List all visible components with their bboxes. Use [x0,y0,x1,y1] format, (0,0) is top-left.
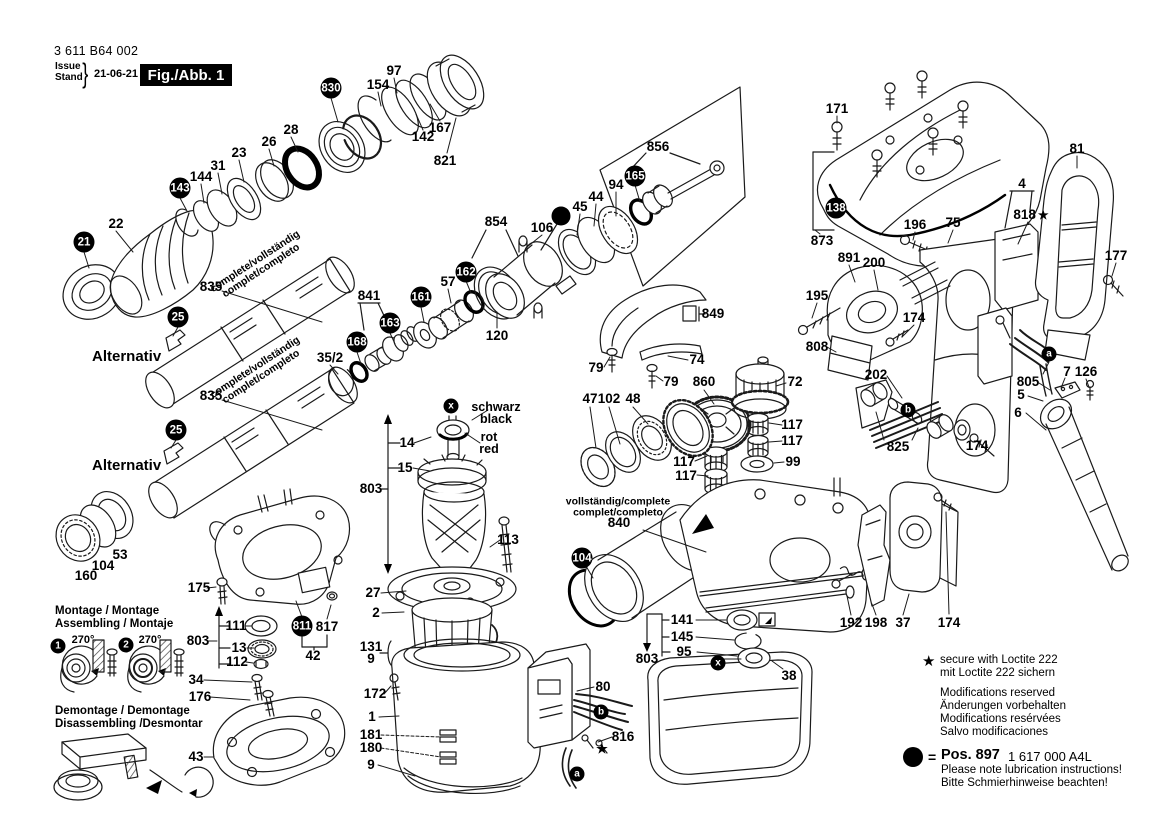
housing-cover [812,70,1050,267]
switch-80 [527,643,633,789]
brush-unit-4 [977,223,1039,385]
screw-113 [498,516,513,573]
cover-tray-38 [647,651,813,785]
bearing-141-group [726,609,776,669]
gear-housing-840 [567,477,871,633]
dust-cap-rings [318,54,485,173]
clutch-parts [580,398,714,488]
screw-126 [1085,379,1095,401]
cover-43 [212,696,346,786]
screw-174b [953,419,995,457]
montage-sketch-2 [127,639,185,693]
screw-172 [389,673,401,701]
motor-housing-1 [391,638,541,795]
screws-816 [581,734,608,754]
label-plate-808 [827,335,873,381]
screw-195 [797,307,841,336]
screws-176 [251,673,275,717]
mode-selector [831,481,959,607]
gear-72 [730,356,790,420]
cord-grommet-6 [1039,398,1129,572]
clamshell-849 [599,284,707,359]
hammer-tube-1 [145,256,355,409]
piston-group [557,86,746,287]
screw-175 [216,577,228,605]
montage-sketch-1 [60,639,118,693]
cover-strip-74 [639,343,703,361]
chuck-rings [175,145,323,237]
demontage-sketch [53,733,214,801]
front-grip-parts [62,210,214,320]
leader-lines [83,77,1117,777]
cylinder-854 [485,235,577,319]
power-cord [1009,329,1053,397]
spindle-parts [349,266,521,383]
screw-177 [1102,274,1124,297]
tube-seal-rings [55,365,354,562]
handle-81 [1034,152,1115,361]
cord-clamp-7 [1054,381,1081,399]
screw-174a [885,329,909,347]
bearing-bracket-42 [209,488,351,605]
bearing-plate-27 [387,566,517,612]
cover-screws [831,70,969,178]
needle-cages-117 [704,412,774,495]
screws-79 [606,347,658,389]
